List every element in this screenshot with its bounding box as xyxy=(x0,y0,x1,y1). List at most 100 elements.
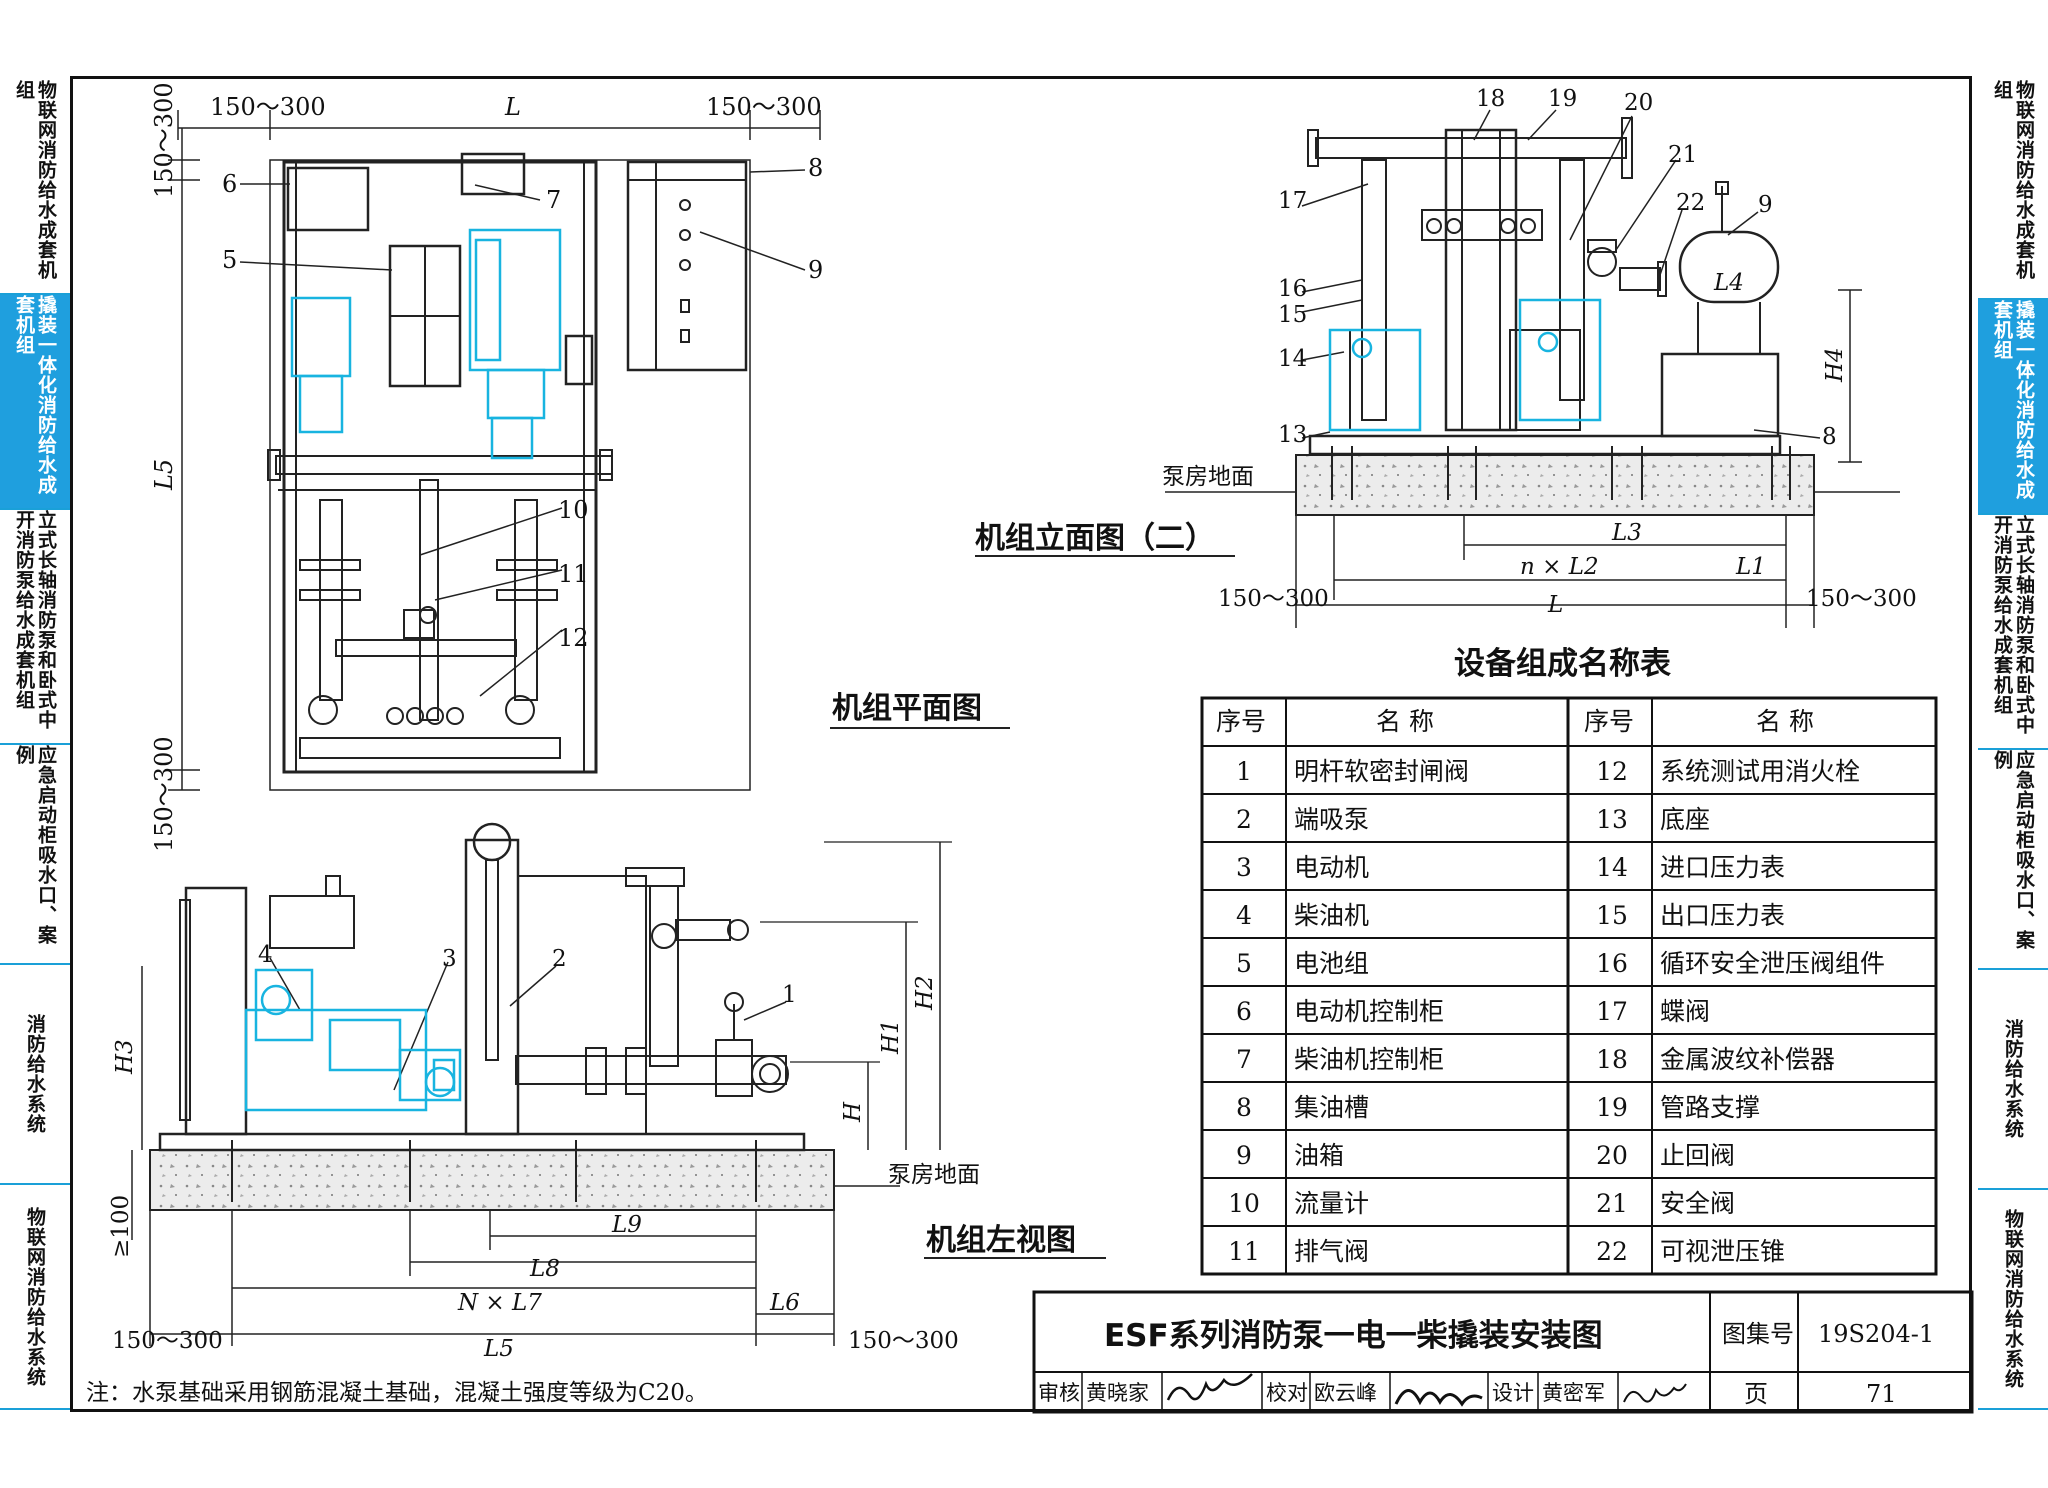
elev-callout-22: 22 xyxy=(1676,190,1705,216)
left-callout-2: 2 xyxy=(552,946,567,972)
plan-callout-8: 8 xyxy=(808,154,823,182)
left-dim-nl7: N × L7 xyxy=(457,1290,542,1316)
plan-callout-9: 9 xyxy=(808,256,823,284)
atlas-no-label: 图集号 xyxy=(1722,1320,1794,1348)
table-cell-no: 21 xyxy=(1596,1189,1628,1218)
page-label: 页 xyxy=(1744,1380,1768,1408)
sidebar-tab-water-system[interactable]: 消防给水系统 xyxy=(0,965,70,1185)
table-cell-name: 集油槽 xyxy=(1294,1093,1369,1122)
elev-dim-l4: L4 xyxy=(1713,270,1744,296)
table-cell-name: 循环安全泄压阀组件 xyxy=(1660,949,1885,978)
table-cell-no: 13 xyxy=(1596,805,1628,834)
plan-dim-top-left: 150～300 xyxy=(210,93,326,121)
table-header-no-2: 序号 xyxy=(1584,707,1634,736)
left-callout-1: 1 xyxy=(782,982,797,1008)
table-cell-no: 8 xyxy=(1236,1093,1252,1122)
table-cell-no: 11 xyxy=(1228,1237,1260,1266)
left-floor-label: 泵房地面 xyxy=(888,1162,980,1188)
check-label: 校对 xyxy=(1266,1381,1308,1405)
elev-dim-l: L xyxy=(1547,592,1563,618)
left-sidebar: 物联网消防给水成套机组 撬装一体化消防给水成套机组 立式长轴消防泵和卧式中开消防… xyxy=(0,80,70,1410)
elevation-view xyxy=(975,109,1900,628)
table-cell-name: 管路支撑 xyxy=(1660,1093,1760,1122)
sidebar-tab-emergency-cabinet[interactable]: 应急启动柜吸水口、案例 xyxy=(0,745,70,965)
table-cell-no: 2 xyxy=(1236,805,1252,834)
sidebar-tab-skid-unit-right[interactable]: 撬装一体化消防给水成套机组 xyxy=(1978,300,2048,515)
elev-dim-l1: L1 xyxy=(1735,554,1766,580)
sidebar-tab-water-system-right[interactable]: 消防给水系统 xyxy=(1978,970,2048,1190)
table-cell-no: 15 xyxy=(1596,901,1628,930)
sidebar-tab-vertical-pump-unit[interactable]: 立式长轴消防泵和卧式中开消防泵给水成套机组 xyxy=(0,510,70,745)
table-cell-name: 蝶阀 xyxy=(1660,997,1710,1026)
left-dim-ge100: ≥100 xyxy=(108,1195,134,1258)
design-label: 设计 xyxy=(1492,1381,1534,1405)
plan-callout-11: 11 xyxy=(558,560,589,588)
elev-dim-nl2: n × L2 xyxy=(1520,554,1599,580)
elev-callout-20: 20 xyxy=(1624,90,1653,116)
title-block xyxy=(1032,1290,1974,1414)
table-cell-name: 电池组 xyxy=(1294,949,1369,978)
elev-callout-13: 13 xyxy=(1278,422,1307,448)
left-dim-l5: L5 xyxy=(483,1336,514,1362)
table-cell-name: 止回阀 xyxy=(1660,1141,1735,1170)
table-cell-no: 1 xyxy=(1236,757,1252,786)
sidebar-tab-skid-unit[interactable]: 撬装一体化消防给水成套机组 xyxy=(0,295,70,510)
plan-dim-l: L xyxy=(504,93,521,121)
left-view-equipment xyxy=(244,968,462,1112)
elevation-equipment xyxy=(1328,298,1602,432)
left-dim-h1: H1 xyxy=(878,1019,904,1055)
plan-callout-12: 12 xyxy=(558,624,589,652)
sidebar-tab-emergency-cabinet-right[interactable]: 应急启动柜吸水口、案例 xyxy=(1978,750,2048,970)
left-dim-h3: H3 xyxy=(112,1039,138,1075)
left-callout-4: 4 xyxy=(258,942,273,968)
sidebar-tab-iot-unit-right[interactable]: 物联网消防给水成套机组 xyxy=(1978,80,2048,300)
elev-callout-17: 17 xyxy=(1278,188,1307,214)
left-view-title: 机组左视图 xyxy=(926,1223,1076,1258)
elev-callout-19: 19 xyxy=(1548,86,1577,112)
review-label: 审核 xyxy=(1038,1381,1080,1405)
table-cell-no: 17 xyxy=(1596,997,1628,1026)
elevation-labels: 18 19 20 21 22 9 17 16 15 14 13 8 泵房地面 L… xyxy=(975,86,1917,618)
table-cell-name: 流量计 xyxy=(1294,1189,1369,1218)
table-header-no-1: 序号 xyxy=(1216,707,1266,736)
table-cell-name: 系统测试用消火栓 xyxy=(1660,757,1860,786)
elev-callout-14: 14 xyxy=(1278,346,1307,372)
sidebar-tab-iot-unit[interactable]: 物联网消防给水成套机组 xyxy=(0,80,70,295)
sidebar-tab-iot-water-system-right[interactable]: 物联网消防给水系统 xyxy=(1978,1190,2048,1410)
table-cell-no: 5 xyxy=(1236,949,1252,978)
table-cell-name: 可视泄压锥 xyxy=(1660,1237,1785,1266)
designer-name: 黄密军 xyxy=(1542,1381,1605,1405)
elev-dim-l3: L3 xyxy=(1611,520,1642,546)
table-cell-no: 12 xyxy=(1596,757,1628,786)
sidebar-tab-iot-water-system[interactable]: 物联网消防给水系统 xyxy=(0,1185,70,1410)
plan-dim-left-top: 150～300 xyxy=(150,82,178,198)
table-cell-name: 电动机 xyxy=(1294,853,1369,882)
left-dim-h: H xyxy=(840,1101,866,1123)
left-dim-h2: H2 xyxy=(912,975,938,1011)
left-dim-right: 150～300 xyxy=(848,1328,959,1354)
plan-dim-top-right: 150～300 xyxy=(706,93,822,121)
drawing-frame xyxy=(70,76,1972,1412)
table-cell-no: 19 xyxy=(1596,1093,1628,1122)
plan-callout-10: 10 xyxy=(558,496,589,524)
elev-callout-9: 9 xyxy=(1758,192,1773,218)
left-dim-l9: L9 xyxy=(611,1212,642,1238)
table-cell-no: 3 xyxy=(1236,853,1252,882)
table-cell-no: 6 xyxy=(1236,997,1252,1026)
table-cell-name: 金属波纹补偿器 xyxy=(1660,1045,1835,1074)
title-block-text: ESF系列消防泵一电一柴撬装安装图 图集号 19S204-1 页 71 审核 黄… xyxy=(1038,1318,1934,1408)
table-cell-no: 7 xyxy=(1236,1045,1252,1074)
table-cell-name: 排气阀 xyxy=(1294,1237,1369,1266)
table-cell-no: 16 xyxy=(1596,949,1628,978)
page-no: 71 xyxy=(1866,1380,1897,1408)
table-cell-name: 柴油机控制柜 xyxy=(1294,1045,1444,1074)
left-view xyxy=(131,822,1106,1346)
table-title: 设备组成名称表 xyxy=(1454,646,1671,682)
plan-dim-left-bottom: 150～300 xyxy=(150,736,178,852)
plan-equipment xyxy=(290,228,562,460)
table-cell-no: 20 xyxy=(1596,1141,1628,1170)
sidebar-tab-vertical-pump-unit-right[interactable]: 立式长轴消防泵和卧式中开消防泵给水成套机组 xyxy=(1978,515,2048,750)
right-sidebar: 物联网消防给水成套机组 撬装一体化消防给水成套机组 立式长轴消防泵和卧式中开消防… xyxy=(1978,80,2048,1410)
